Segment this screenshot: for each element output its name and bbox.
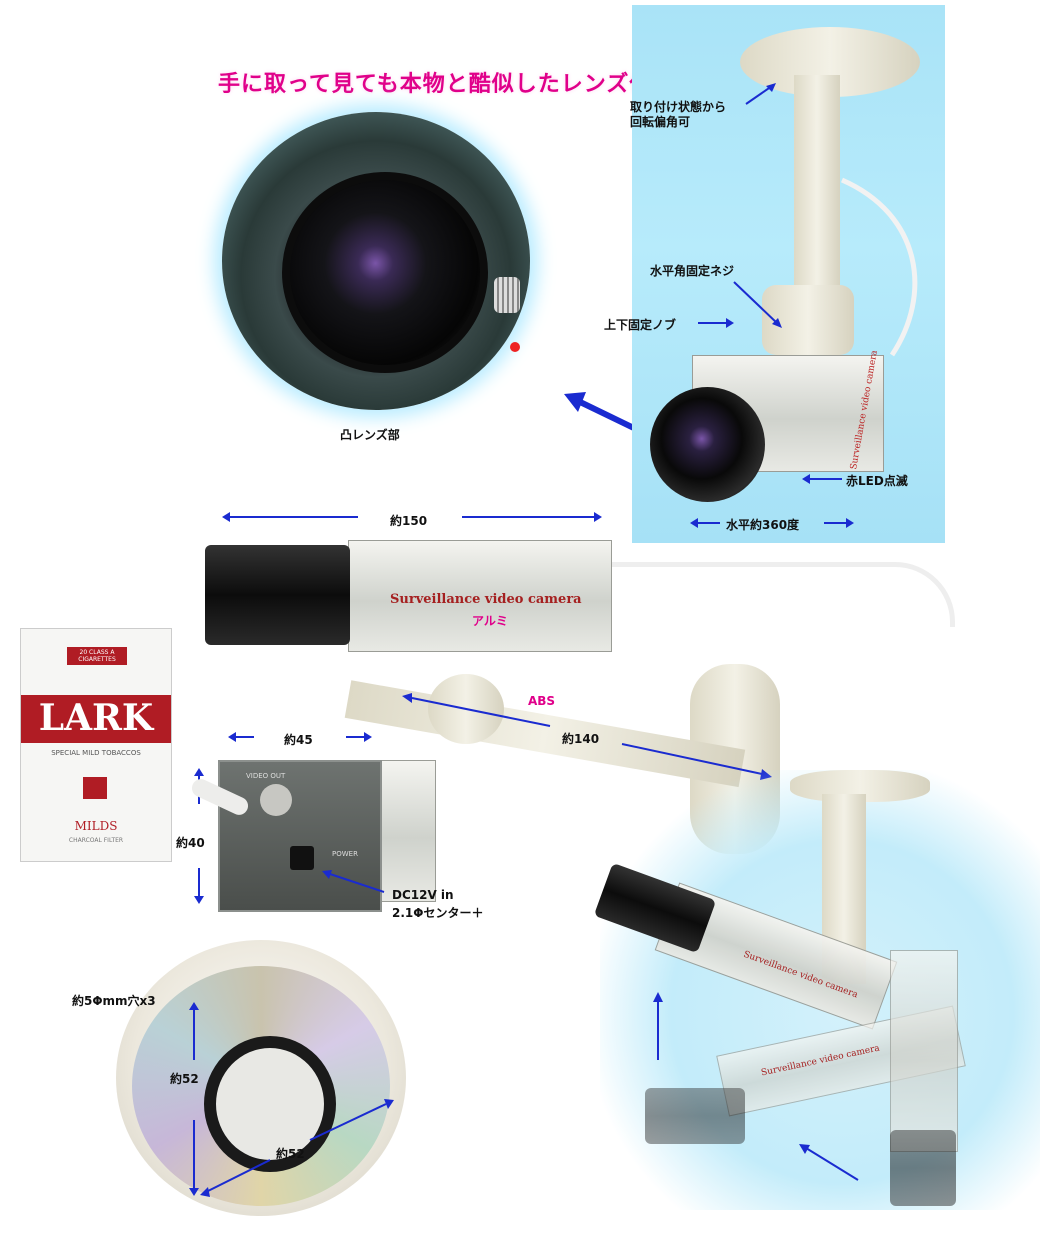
pack-band: [21, 695, 171, 743]
width-150-label: 約150: [390, 514, 428, 528]
cigarette-pack: 20 CLASS A CIGARETTES LARK SPECIAL MILD …: [20, 628, 172, 862]
main-camera-lens: [205, 545, 350, 645]
rotation-demo-photo: Surveillance video camera Surveillance v…: [593, 770, 1040, 1210]
crown-icon: [83, 777, 107, 799]
arrow-icon: [189, 1002, 394, 1197]
base-mount-plate: [116, 940, 406, 1216]
lens-glass: [282, 172, 488, 373]
lens-part-label: 凸レンズ部: [340, 428, 400, 442]
camera-back-panel: VIDEO OUT POWER: [218, 760, 382, 912]
lens-closeup-photo: [222, 112, 530, 410]
lens-knob: [494, 277, 520, 313]
vertical-knob-label: 上下固定ノブ: [604, 318, 677, 332]
demo-lens-1: [593, 862, 717, 954]
demo-lens-3: [890, 1130, 956, 1206]
arrow-icon: [824, 518, 854, 528]
camera-cable-main: [610, 562, 955, 627]
power-text: POWER: [332, 850, 358, 858]
arrow-icon: [802, 474, 842, 484]
pack-top-label: 20 CLASS A CIGARETTES: [67, 647, 127, 665]
arrow-icon: [322, 870, 385, 893]
arrow-icon: [346, 732, 372, 742]
arrow-icon: [194, 868, 204, 904]
diameter-52a-label: 約52: [170, 1072, 199, 1086]
holes-label: 約5Φmm穴x3: [72, 994, 156, 1008]
bnc-connector: [260, 784, 292, 816]
horizontal-screw-label: 水平角固定ネジ: [650, 264, 735, 278]
video-out-text: VIDEO OUT: [246, 772, 286, 780]
mount-arm: [794, 75, 840, 295]
pack-name: MILDS: [74, 819, 118, 833]
arrow-icon: [653, 992, 663, 1060]
red-led-dot: [510, 342, 520, 352]
arrow-icon: [799, 1144, 859, 1181]
dc-in-label: DC12V in: [392, 888, 454, 902]
pack-brand: LARK: [38, 697, 154, 739]
horizontal-360-label: 水平約360度: [726, 518, 800, 532]
main-camera-body: [348, 540, 612, 652]
aluminum-label: アルミ: [472, 614, 508, 628]
dc-jack: [290, 846, 314, 870]
arrow-icon: [745, 83, 776, 105]
arrow-icon: [222, 512, 358, 522]
width-45-label: 約45: [284, 733, 313, 747]
camera-cable: [840, 177, 918, 357]
center-plus-label: 2.1Φセンター＋: [392, 906, 484, 920]
pack-sub: SPECIAL MILD TOBACCOS: [51, 749, 141, 757]
arrow-icon: [690, 518, 720, 528]
pack-filter: CHARCOAL FILTER: [68, 837, 124, 844]
camera-side-body: [372, 760, 436, 902]
length-140-label: 約140: [562, 732, 600, 746]
main-camera-brand: Surveillance video camera: [390, 592, 582, 607]
rotation-label: 取り付け状態から 回転偏角可: [630, 100, 727, 129]
demo-lens-2: [645, 1088, 745, 1144]
red-led-label: 赤LED点滅: [846, 474, 908, 488]
arrow-icon: [698, 318, 734, 328]
page-title: 手に取って見ても本物と酷似したレンズ仕様: [218, 72, 676, 97]
arrow-icon: [733, 281, 782, 328]
diameter-52b-label: 約52: [276, 1147, 305, 1161]
arrow-icon: [462, 512, 602, 522]
arrow-icon: [228, 732, 254, 742]
demo-camera-3: [890, 950, 958, 1152]
arrow-icon: [564, 392, 644, 435]
camera-lens: [650, 387, 765, 502]
height-40-label: 約40: [176, 836, 205, 850]
abs-label: ABS: [528, 694, 556, 708]
